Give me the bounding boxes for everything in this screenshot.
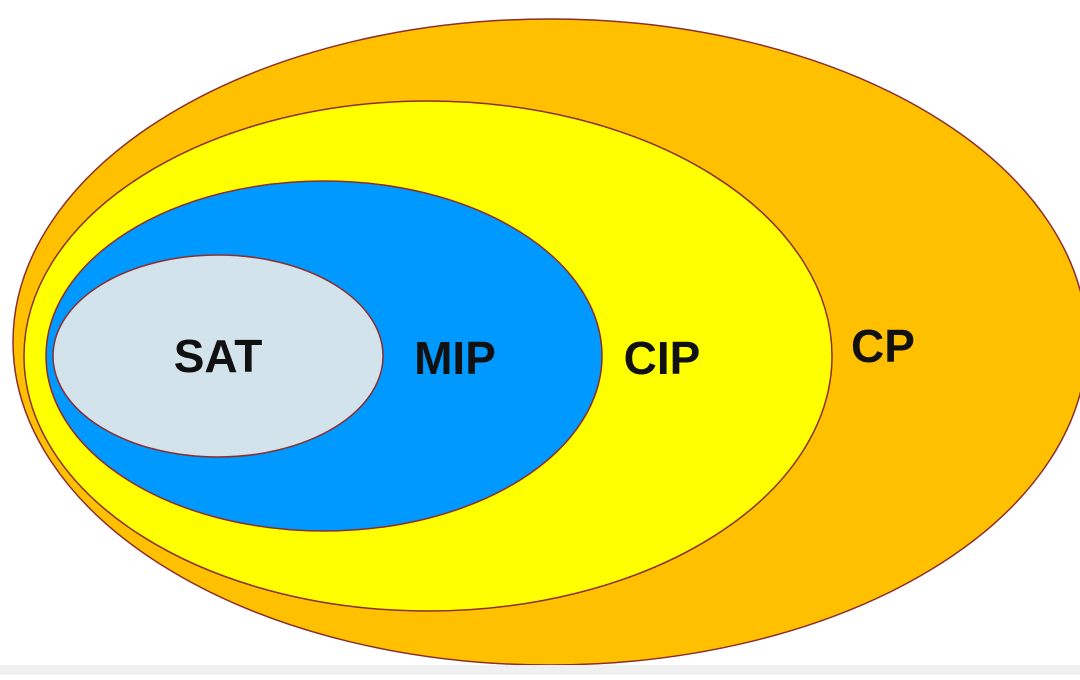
set-cip-label: CIP bbox=[624, 332, 701, 384]
bottom-border-strip bbox=[0, 665, 1080, 675]
set-sat-label: SAT bbox=[174, 330, 263, 382]
set-cp-label: CP bbox=[851, 320, 915, 372]
set-mip-label: MIP bbox=[414, 332, 496, 384]
set-sat-ellipse bbox=[52, 254, 384, 458]
